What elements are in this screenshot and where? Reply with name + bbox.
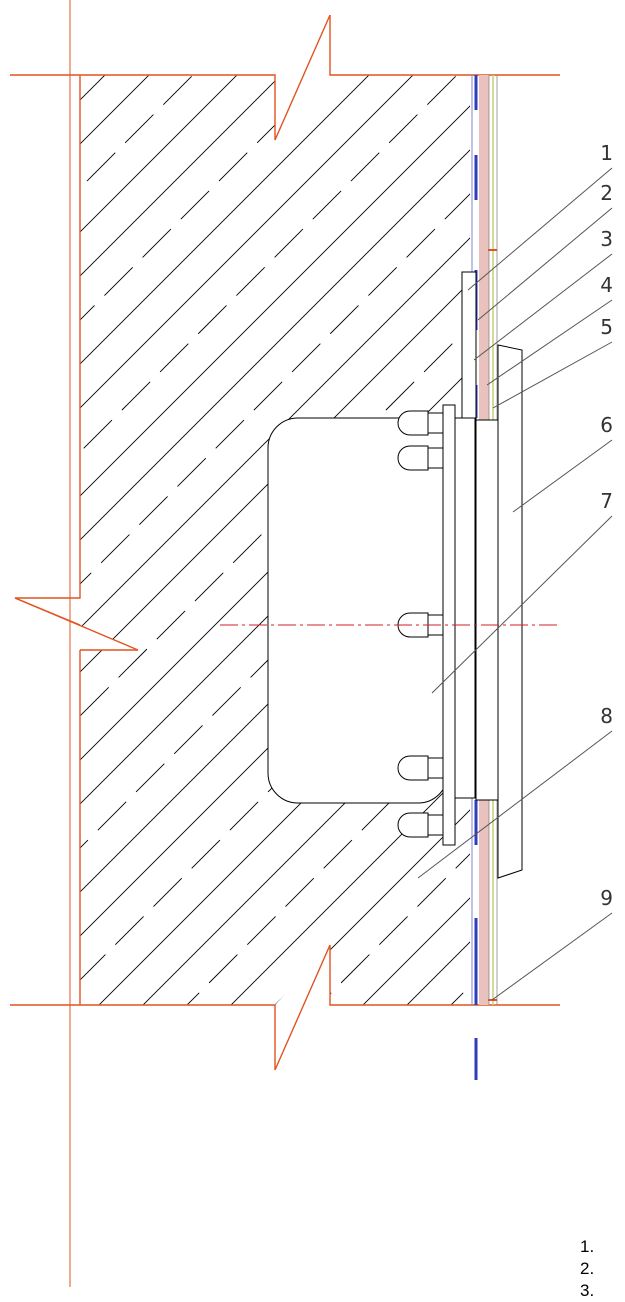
hatch-line <box>80 75 357 1005</box>
hatch-line <box>80 75 225 1005</box>
section-outline <box>10 0 560 1287</box>
callout-number: 1 <box>600 141 613 165</box>
callout-leader <box>477 207 613 321</box>
cable-gland-neck <box>427 412 444 434</box>
cable-gland-neck <box>427 447 444 469</box>
top-slab-left-edge <box>10 14 331 141</box>
hatch-line <box>80 75 93 1005</box>
cable-gland <box>397 445 429 471</box>
callout-number: 4 <box>600 273 613 297</box>
cable-glands <box>397 410 444 838</box>
callout-number: 6 <box>600 413 613 437</box>
callout-number: 2 <box>600 181 613 205</box>
box-assembly <box>267 271 523 879</box>
hatch-line <box>0 0 4 1287</box>
hatch-line <box>80 75 269 1005</box>
hatch-line <box>80 75 470 1005</box>
bottom-slab-right-edge <box>329 945 560 1006</box>
legend-list: 1. 2. 3. <box>580 1236 594 1302</box>
cable-gland <box>397 812 429 838</box>
callout-leader <box>492 341 613 409</box>
inner-plate <box>454 417 476 799</box>
cable-gland <box>397 755 429 781</box>
cover-plate <box>475 419 499 801</box>
cable-gland <box>397 612 429 638</box>
cable-gland-neck <box>427 814 444 836</box>
callout-leader <box>417 730 613 879</box>
legend-item-3: 3. <box>580 1281 595 1300</box>
callout-number: 8 <box>600 704 613 728</box>
callout-number: 9 <box>600 886 613 910</box>
legend-item-1: 1. <box>580 1237 595 1256</box>
outer-cover <box>497 344 523 879</box>
top-slab-right-edge <box>329 15 560 76</box>
callout-number: 3 <box>600 227 613 251</box>
box-body <box>267 417 449 804</box>
callout-leader <box>512 439 613 513</box>
hatch-line <box>80 75 401 1005</box>
callouts: 1 2 3 4 5 6 7 8 9 <box>417 141 613 1001</box>
callout-number: 7 <box>600 489 613 513</box>
hatch-line <box>80 75 470 1005</box>
wall-break-upper <box>14 75 139 651</box>
callout-leader <box>467 167 613 291</box>
cable-gland-neck <box>427 757 444 779</box>
legend-item-2: 2. <box>580 1259 595 1278</box>
hatch-line <box>80 75 181 1005</box>
callout-number: 5 <box>600 315 613 339</box>
callout-leader <box>486 299 613 386</box>
cable-gland <box>397 410 429 436</box>
hatch-line <box>80 75 137 1005</box>
callout-leader <box>473 253 613 361</box>
hatch-line <box>0 0 48 1287</box>
hatch-line <box>80 75 445 1005</box>
callout-leader <box>491 912 613 1001</box>
bottom-slab-left-edge <box>10 944 331 1071</box>
hatch-line <box>80 75 470 1005</box>
hatch-line <box>80 75 313 1005</box>
wall-break-lower <box>14 597 81 626</box>
callout-leader <box>431 515 613 694</box>
